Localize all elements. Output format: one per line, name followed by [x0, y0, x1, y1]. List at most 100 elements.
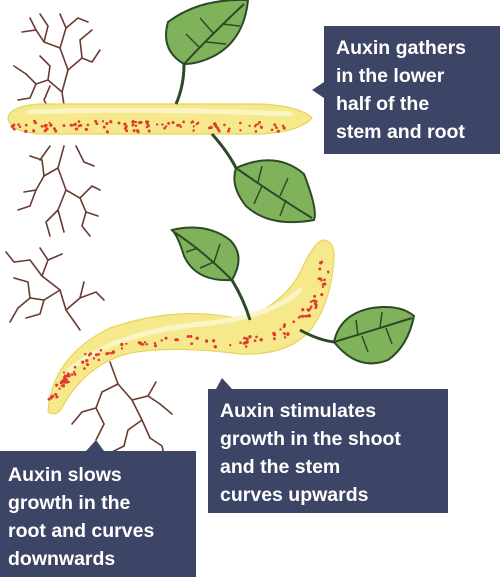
auxin-dot: [171, 120, 175, 125]
auxin-dot: [255, 335, 258, 339]
top-upper-leaf-icon: [165, 0, 250, 66]
callout-right-line: and the stem: [220, 456, 341, 478]
auxin-dot: [213, 345, 217, 349]
auxin-dot: [58, 387, 61, 390]
auxin-dot: [102, 125, 106, 129]
auxin-dot: [309, 307, 312, 310]
auxin-dot: [77, 120, 81, 123]
auxin-dot: [125, 129, 129, 133]
auxin-dot: [73, 373, 77, 376]
auxin-dot: [313, 294, 317, 298]
auxin-dot: [99, 349, 103, 352]
auxin-dot: [92, 357, 96, 360]
auxin-dot: [155, 123, 159, 126]
auxin-dot: [45, 127, 49, 131]
auxin-dot: [321, 285, 325, 289]
auxin-dot: [299, 315, 302, 318]
auxin-dot: [163, 126, 166, 130]
auxin-dot: [134, 124, 138, 128]
auxin-dot: [67, 374, 71, 378]
auxin-dot: [190, 121, 193, 124]
auxin-dot: [24, 129, 28, 133]
auxin-dot: [239, 341, 242, 344]
auxin-dot: [309, 300, 313, 303]
callout-right-line: Auxin stimulates: [220, 400, 377, 422]
auxin-dot: [227, 129, 230, 133]
auxin-dot: [301, 308, 305, 312]
auxin-dot: [97, 353, 100, 356]
auxin-dot: [303, 315, 307, 318]
auxin-dot: [283, 127, 286, 130]
callout-left-line: downwards: [8, 548, 116, 570]
auxin-dot: [307, 314, 312, 318]
auxin-dot: [209, 125, 213, 130]
auxin-dot: [97, 358, 101, 362]
auxin-dot: [283, 336, 287, 339]
auxin-dot: [73, 365, 77, 369]
auxin-dot: [83, 367, 86, 370]
top-auxin-dot-icon: [10, 119, 286, 134]
auxin-dot: [48, 121, 51, 124]
auxin-dot: [276, 129, 280, 133]
auxin-dot: [101, 120, 105, 123]
auxin-dot: [254, 130, 258, 133]
auxin-dot: [192, 125, 195, 128]
auxin-dot: [73, 122, 77, 126]
auxin-dot: [134, 120, 138, 124]
auxin-dot: [50, 394, 55, 398]
auxin-dot: [307, 308, 311, 312]
auxin-dot: [111, 350, 116, 354]
auxin-dot: [260, 126, 263, 129]
auxin-dot: [186, 335, 190, 338]
auxin-dot: [79, 123, 83, 127]
auxin-dot: [317, 277, 321, 281]
auxin-dot: [320, 279, 323, 282]
bottom-upper-leaf-icon: [170, 226, 240, 282]
auxin-dot: [109, 120, 113, 124]
auxin-dot: [145, 122, 149, 125]
auxin-dot: [248, 124, 251, 128]
auxin-dot: [63, 377, 67, 381]
auxin-dot: [245, 340, 249, 344]
auxin-dot: [245, 337, 249, 341]
auxin-dot: [182, 120, 185, 124]
auxin-dot: [95, 122, 99, 126]
auxin-dot: [195, 336, 199, 340]
auxin-dot: [196, 121, 200, 125]
auxin-dot: [86, 123, 90, 127]
auxin-dot: [283, 332, 287, 336]
auxin-dot: [136, 129, 140, 134]
auxin-dot: [85, 358, 89, 363]
auxin-dot: [107, 352, 111, 355]
auxin-dot: [105, 130, 109, 134]
auxin-dot: [174, 338, 178, 342]
auxin-dot: [161, 123, 164, 126]
auxin-dot: [117, 121, 121, 125]
auxin-dot: [283, 322, 286, 326]
auxin-dot: [55, 383, 59, 387]
callout-left-line: root and curves: [8, 520, 155, 542]
auxin-dot: [189, 334, 193, 338]
auxin-dot: [270, 128, 274, 132]
auxin-dot: [319, 261, 323, 265]
auxin-dot: [153, 341, 157, 345]
callout-top-line: in the lower: [336, 65, 445, 87]
callout-left-pointer: [86, 440, 104, 451]
auxin-dot: [178, 124, 181, 127]
auxin-dot: [137, 341, 142, 345]
auxin-dot: [94, 353, 98, 357]
callout-auxin-gathers: Auxin gathers in the lower half of the s…: [324, 26, 500, 154]
auxin-dot: [89, 352, 93, 356]
auxin-dot: [131, 120, 135, 124]
auxin-dot: [320, 293, 324, 297]
auxin-dot: [255, 123, 258, 127]
auxin-dot: [272, 331, 276, 335]
auxin-dot: [179, 125, 183, 129]
auxin-dot: [214, 125, 218, 129]
auxin-dot: [72, 370, 76, 373]
auxin-dot: [24, 123, 28, 127]
auxin-dot: [313, 302, 317, 306]
auxin-dot: [81, 360, 85, 364]
callout-auxin-slows: Auxin slows growth in the root and curve…: [0, 451, 196, 577]
